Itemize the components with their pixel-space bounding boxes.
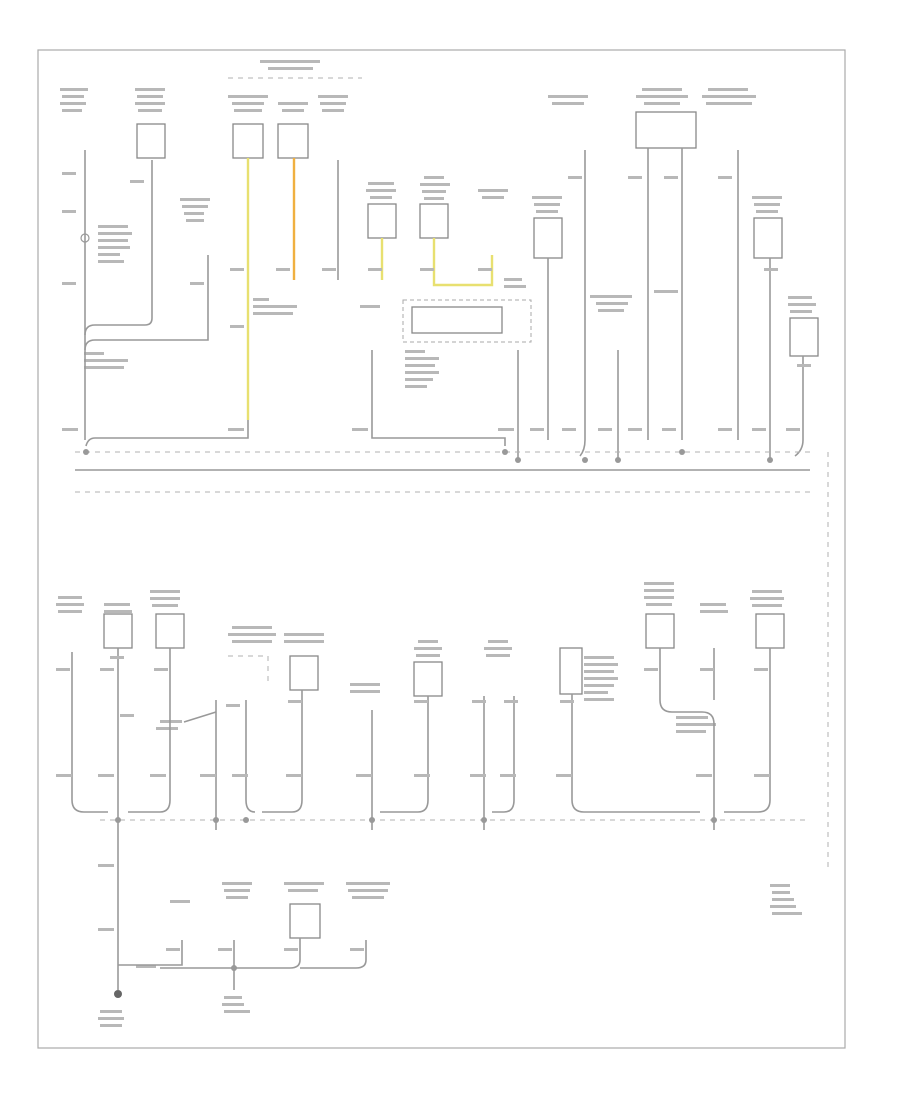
connector-box bbox=[755, 613, 785, 649]
ground-wire bbox=[579, 150, 586, 457]
connector-box bbox=[136, 123, 166, 159]
wire-tags-bottom bbox=[56, 656, 770, 951]
diagram-frame bbox=[37, 49, 846, 1049]
connector-box bbox=[103, 613, 133, 649]
connector-box bbox=[559, 647, 583, 695]
connector-box bbox=[789, 317, 819, 357]
component-labels-mid bbox=[360, 176, 816, 388]
connector-box bbox=[155, 613, 185, 649]
ground-wire bbox=[160, 938, 301, 969]
header-label bbox=[268, 67, 313, 70]
connector-box bbox=[289, 655, 319, 691]
ground-wire bbox=[571, 694, 700, 813]
ground-wire bbox=[84, 160, 153, 336]
ground-wire bbox=[128, 648, 171, 813]
ground-wire bbox=[262, 690, 303, 813]
ground-wire bbox=[245, 700, 256, 813]
ground-wire bbox=[183, 711, 217, 723]
ground-wire bbox=[492, 696, 515, 813]
ground-wire bbox=[659, 648, 715, 830]
ground-wire bbox=[794, 356, 804, 457]
connector-box bbox=[277, 123, 309, 159]
component-labels-bottom bbox=[56, 582, 802, 1027]
connector-box bbox=[232, 123, 264, 159]
wire-label bbox=[654, 290, 678, 293]
ground-wire bbox=[300, 940, 367, 969]
connector-box bbox=[411, 306, 503, 334]
connector-box bbox=[645, 613, 675, 649]
splice-nodes-bottom bbox=[115, 817, 717, 823]
ground-wire bbox=[71, 652, 108, 813]
connector-box bbox=[367, 203, 397, 239]
yellow-wire bbox=[432, 238, 494, 287]
connector-box bbox=[289, 903, 321, 939]
ground-wire bbox=[85, 420, 249, 447]
component-labels-top bbox=[60, 88, 756, 112]
ground-point bbox=[114, 990, 122, 998]
header-label bbox=[260, 60, 320, 63]
ground-wire bbox=[724, 648, 771, 813]
connector-box bbox=[419, 203, 449, 239]
splice-nodes-top bbox=[83, 449, 773, 463]
connector-box bbox=[533, 217, 563, 259]
note-labels-left bbox=[84, 198, 297, 369]
connector-box bbox=[413, 661, 443, 697]
ground-wire bbox=[371, 350, 506, 446]
ground-wire bbox=[118, 940, 183, 966]
connector-box bbox=[635, 111, 697, 149]
wire-tags-top bbox=[62, 172, 811, 431]
ground-wire bbox=[380, 696, 429, 813]
connector-box bbox=[753, 217, 783, 259]
option-box bbox=[402, 299, 532, 343]
ground-wire bbox=[84, 255, 209, 351]
splice-node bbox=[231, 965, 237, 971]
